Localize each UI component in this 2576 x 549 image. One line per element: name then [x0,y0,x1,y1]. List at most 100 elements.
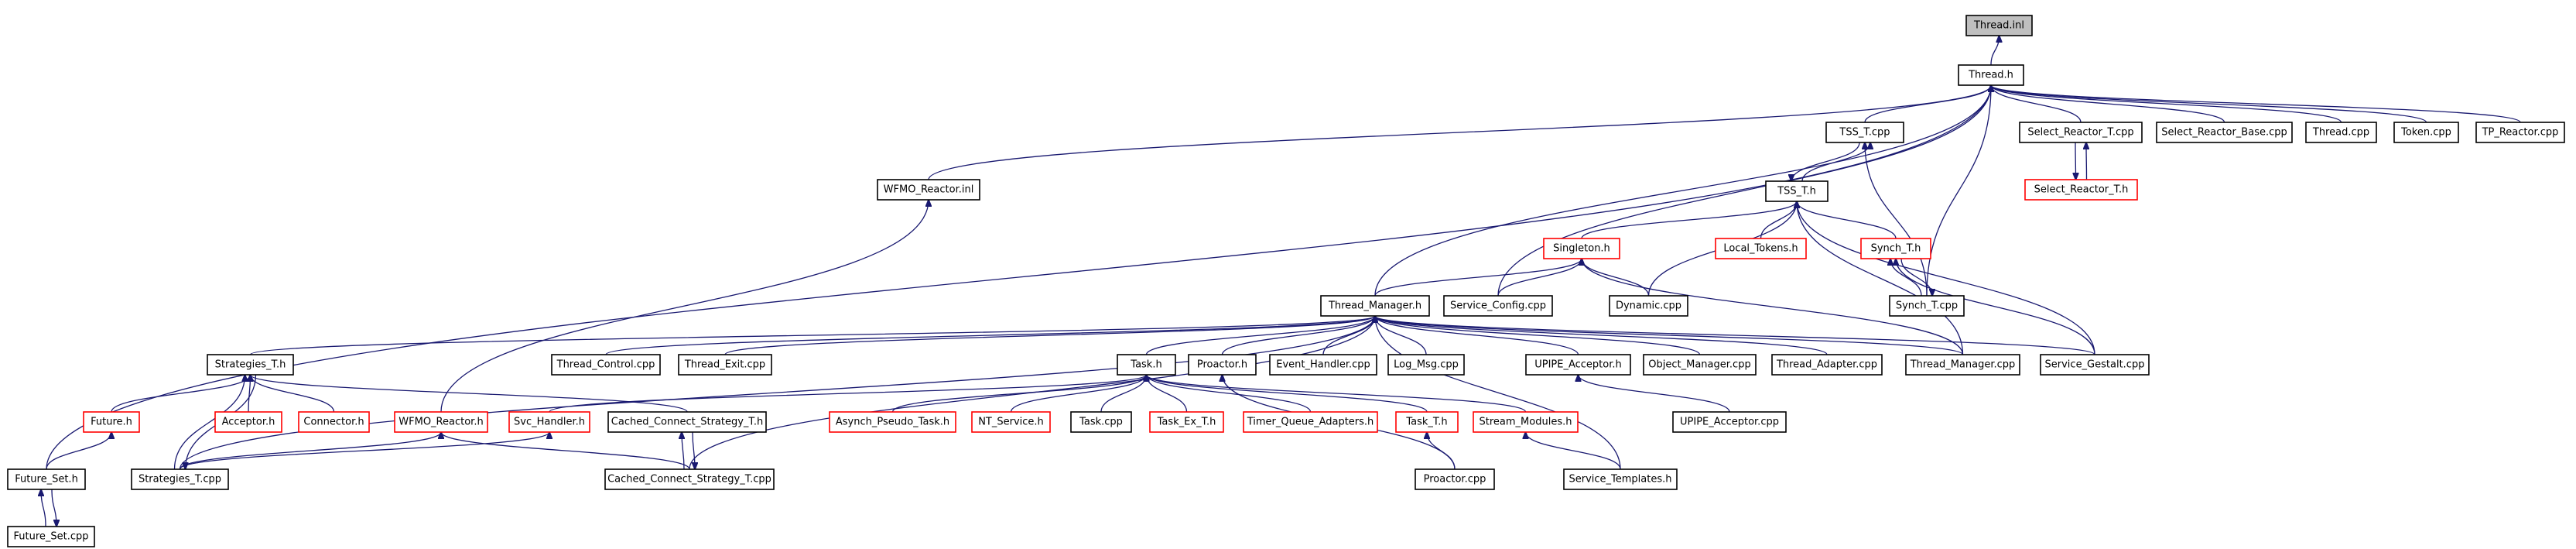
node-box [1860,238,1931,259]
edge-object-manager-cpp-to-thread-manager-h [1375,316,1701,355]
node-task-h[interactable]: Task.h [1117,354,1176,376]
node-label: WFMO_Reactor.inl [884,184,974,196]
node-label: Strategies_T.h [215,359,286,371]
node-select-reactor-base-cpp[interactable]: Select_Reactor_Base.cpp [2156,122,2293,143]
node-label: Thread.h [1968,70,2013,81]
node-strategies-t-h[interactable]: Strategies_T.h [207,354,294,376]
node-label: Svc_Handler.h [514,417,585,428]
node-service-config-cpp[interactable]: Service_Config.cpp [1443,295,1553,317]
node-task-t-h[interactable]: Task_T.h [1395,411,1459,433]
node-box [1643,354,1757,376]
node-cached-connect-strategy-t-cpp[interactable]: Cached_Connect_Strategy_T.cpp [604,468,775,490]
node-token-cpp[interactable]: Token.cpp [2393,122,2459,143]
edge-strategies-t-cpp-to-svc-handler-h [179,432,550,470]
node-box [1525,354,1631,376]
node-label: UPIPE_Acceptor.h [1534,359,1622,371]
node-wfmo-reactor-inl[interactable]: WFMO_Reactor.inl [877,179,980,201]
edge-thread-exit-cpp-to-thread-manager-h [724,316,1375,355]
node-nt-service-h[interactable]: NT_Service.h [971,411,1051,433]
edge-thread-manager-h-to-thread-h [1374,85,1991,297]
node-select-reactor-t-cpp[interactable]: Select_Reactor_T.cpp [2019,122,2143,143]
node-label: NT_Service.h [978,417,1044,428]
node-box [1443,295,1553,317]
node-proactor-h[interactable]: Proactor.h [1188,354,1257,376]
edge-thread-cpp-to-thread-h [1991,85,2342,123]
node-service-templates-h[interactable]: Service_Templates.h [1563,468,1678,490]
node-thread-exit-cpp[interactable]: Thread_Exit.cpp [678,354,772,376]
edge-service-gestalt-cpp-to-tss-t-h [1797,201,2095,355]
node-object-manager-cpp[interactable]: Object_Manager.cpp [1643,354,1757,376]
node-thread-h[interactable]: Thread.h [1958,64,2024,86]
node-future-h[interactable]: Future.h [83,411,140,433]
node-label: Cached_Connect_Strategy_T.h [611,417,763,428]
node-timer-queue-adapters-h[interactable]: Timer_Queue_Adapters.h [1243,411,1378,433]
edge-thread-adapter-cpp-to-thread-manager-h [1375,316,1828,355]
node-box [1269,354,1377,376]
edge-dynamic-cpp-to-singleton-h [1582,259,1650,297]
node-proactor-cpp[interactable]: Proactor.cpp [1415,468,1495,490]
edge-upipe-acceptor-h-to-thread-manager-h [1375,316,1579,355]
node-label: Service_Gestalt.cpp [2045,359,2145,371]
node-label: Acceptor.h [222,417,275,428]
node-box [2019,122,2143,143]
edge-synch-t-h-to-synch-t-cpp [1900,258,1932,296]
edge-future-h-to-strategies-t-h [111,375,251,413]
node-future-set-h[interactable]: Future_Set.h [7,468,86,490]
node-thread-control-cpp[interactable]: Thread_Control.cpp [551,354,661,376]
node-label: Select_Reactor_T.h [2034,184,2129,196]
node-task-ex-t-h[interactable]: Task_Ex_T.h [1149,411,1224,433]
node-svc-handler-h[interactable]: Svc_Handler.h [508,411,590,433]
edge-select-reactor-base-cpp-to-thread-h [1991,85,2225,123]
edge-tss-t-cpp-to-tss-t-h [1791,142,1860,181]
edge-connector-h-to-strategies-t-h [251,375,335,413]
node-tp-reactor-cpp[interactable]: TP_Reactor.cpp [2475,122,2565,143]
node-label: Task_Ex_T.h [1157,417,1216,428]
node-box [1715,238,1807,259]
node-label: Timer_Queue_Adapters.h [1247,417,1374,428]
node-select-reactor-t-h[interactable]: Select_Reactor_T.h [2024,179,2138,201]
node-dynamic-cpp[interactable]: Dynamic.cpp [1609,295,1688,317]
node-asynch-pseudo-task-h[interactable]: Asynch_Pseudo_Task.h [829,411,956,433]
node-tss-t-h[interactable]: TSS_T.h [1765,180,1829,202]
node-synch-t-h[interactable]: Synch_T.h [1860,238,1931,259]
node-acceptor-h[interactable]: Acceptor.h [214,411,282,433]
node-cached-connect-strategy-t-h[interactable]: Cached_Connect_Strategy_T.h [607,411,767,433]
node-wfmo-reactor-h[interactable]: WFMO_Reactor.h [394,411,488,433]
edge-synch-t-cpp-to-tss-t-cpp [1865,142,1928,297]
node-box [131,468,229,490]
node-synch-t-cpp[interactable]: Synch_T.cpp [1889,295,1965,317]
node-singleton-h[interactable]: Singleton.h [1543,238,1620,259]
node-box [1672,411,1787,433]
node-thread-manager-cpp[interactable]: Thread_Manager.cpp [1905,354,2020,376]
edge-future-set-h-to-thread-h [46,85,1991,470]
node-box [7,468,86,490]
node-box [1563,468,1678,490]
edge-svc-handler-h-to-task-h [549,375,1147,413]
edge-tp-reactor-cpp-to-thread-h [1991,85,2521,123]
node-thread-manager-h[interactable]: Thread_Manager.h [1320,295,1430,317]
node-service-gestalt-cpp[interactable]: Service_Gestalt.cpp [2040,354,2150,376]
node-box [2305,122,2377,143]
edge-future-set-cpp-to-future-set-h [41,489,46,527]
node-local-tokens-h[interactable]: Local_Tokens.h [1715,238,1807,259]
node-upipe-acceptor-cpp[interactable]: UPIPE_Acceptor.cpp [1672,411,1787,433]
node-event-handler-cpp[interactable]: Event_Handler.cpp [1269,354,1377,376]
edge-future-set-h-to-future-set-cpp [51,489,56,527]
node-strategies-t-cpp[interactable]: Strategies_T.cpp [131,468,229,490]
node-thread-cpp[interactable]: Thread.cpp [2305,122,2377,143]
node-label: Singleton.h [1553,243,1610,255]
node-task-cpp[interactable]: Task.cpp [1070,411,1132,433]
node-label: Connector.h [303,417,364,428]
node-log-msg-cpp[interactable]: Log_Msg.cpp [1387,354,1465,376]
node-label: Proactor.cpp [1424,474,1486,486]
node-thread-adapter-cpp[interactable]: Thread_Adapter.cpp [1771,354,1883,376]
node-stream-modules-h[interactable]: Stream_Modules.h [1473,411,1579,433]
edge-cached-connect-strategy-t-h-to-cached-connect-strategy-t-cpp [693,431,695,469]
node-box [1070,411,1132,433]
node-upipe-acceptor-h[interactable]: UPIPE_Acceptor.h [1525,354,1631,376]
node-future-set-cpp[interactable]: Future_Set.cpp [7,526,95,547]
node-tss-t-cpp[interactable]: TSS_T.cpp [1825,122,1904,143]
edge-thread-manager-cpp-to-singleton-h [1582,259,1964,355]
node-box [551,354,661,376]
node-connector-h[interactable]: Connector.h [298,411,370,433]
